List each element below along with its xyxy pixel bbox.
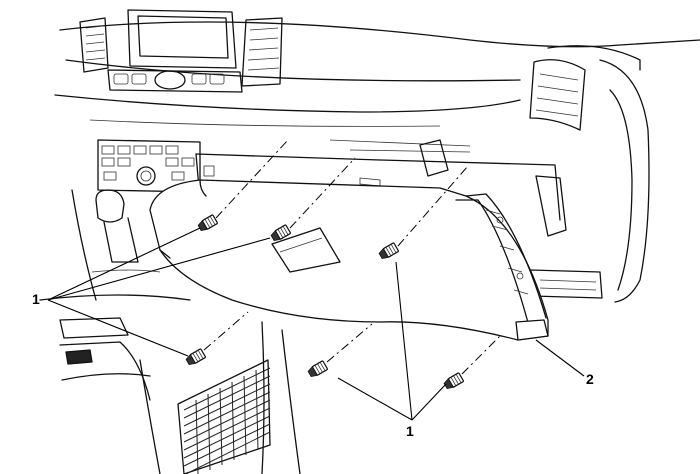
alignment-lines — [203, 139, 501, 375]
callout-1-left: 1 — [32, 291, 40, 307]
screw-2 — [270, 224, 291, 242]
screw-5 — [307, 360, 328, 378]
glove-box-opening — [195, 139, 603, 299]
callout-2: 2 — [586, 371, 594, 387]
left-air-vent — [79, 17, 109, 73]
screw-1 — [197, 214, 218, 232]
screw-4 — [185, 348, 206, 366]
center-console — [39, 294, 191, 474]
radio-display — [107, 9, 243, 93]
dash-top — [54, 21, 700, 127]
door-panel-edge — [599, 59, 650, 303]
lower-trim — [261, 321, 301, 474]
center-air-vent — [241, 17, 283, 87]
leader-lines — [47, 227, 585, 421]
glove-box-door — [149, 179, 549, 341]
screws — [185, 214, 464, 390]
gear-shifter — [71, 189, 161, 301]
screw-6 — [443, 372, 464, 390]
right-air-vent — [529, 45, 641, 131]
callout-1-bottom: 1 — [406, 423, 414, 439]
screw-3 — [378, 242, 399, 260]
speaker-grille — [177, 359, 271, 474]
